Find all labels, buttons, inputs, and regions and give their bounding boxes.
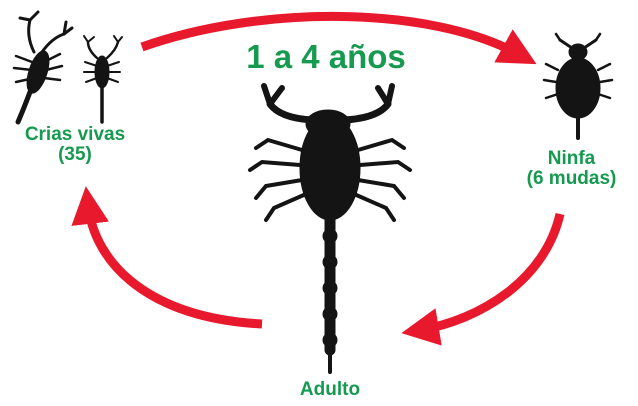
nymph-icon [542, 32, 614, 140]
arrow-ninfa-to-adulto [401, 212, 565, 346]
adulto-line1: Adulto [299, 379, 361, 400]
arrow-crias-to-ninfa [140, 12, 537, 65]
stage-label-ninfa: Ninfa (6 mudas) [505, 149, 638, 189]
stage-label-crias: Crias vivas (35) [0, 125, 150, 165]
small-scorpion-icon [83, 35, 123, 124]
adult-scorpion-icon [248, 83, 412, 374]
cycle-arrows [71, 12, 565, 346]
crias-line1: Crias vivas [24, 124, 126, 145]
scorpion-icon [12, 10, 74, 125]
stage-label-adulto: Adulto [260, 380, 400, 400]
crias-line2: (35) [58, 143, 92, 165]
ninfa-line1: Ninfa [547, 148, 596, 169]
ninfa-line2: (6 mudas) [526, 167, 617, 189]
arrow-adulto-to-crias [71, 186, 263, 329]
cycle-duration-label: 1 a 4 años [246, 38, 406, 75]
